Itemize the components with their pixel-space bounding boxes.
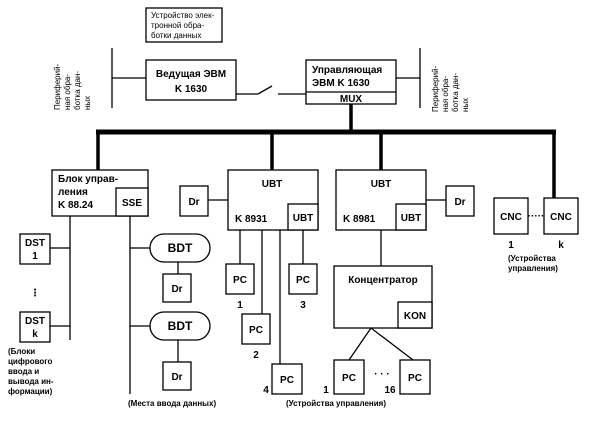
hub-pc-16-number: 16 [384, 385, 396, 396]
top-note-line-1: Устройство элек- [151, 11, 215, 20]
ubt-8931-dr-box [179, 185, 209, 217]
dst-k-title: DST [25, 316, 45, 327]
dst-k-index: k [32, 329, 38, 340]
svg-text:ботка дан-: ботка дан- [73, 71, 82, 110]
ubt-8931-title: UBT [262, 179, 283, 190]
dst-k-box [19, 311, 51, 343]
pc-4-box [271, 363, 303, 395]
cnc-caption-line-2: управления) [508, 264, 558, 273]
pc-4-label: PC [280, 375, 294, 386]
svg-text:(Блоки: (Блоки [8, 347, 35, 356]
kon-label: KON [404, 311, 426, 322]
bottom-mid-caption: (Места ввода данных) [128, 399, 216, 408]
svg-text:вывода ин-: вывода ин- [8, 377, 54, 386]
dst-1-box [19, 233, 51, 265]
pc-2-number: 2 [253, 350, 259, 361]
dst-1-title: DST [25, 238, 45, 249]
ubt-8931-inner-label: UBT [293, 213, 314, 224]
bdt-1-label: BDT [168, 241, 193, 255]
host-model: K 1630 [175, 84, 208, 95]
top-note-box [145, 7, 223, 43]
ubt-8981-title: UBT [371, 179, 392, 190]
sse-box [115, 187, 149, 217]
pc-1-box [225, 263, 255, 295]
cnc-k-number: k [558, 240, 564, 251]
ubt-8981-inner-box [395, 203, 427, 231]
control-block-line-1: Блок управ- [58, 174, 118, 185]
periph-left-label: Периферий- ная обра- ботка дан- ных [53, 63, 92, 110]
hub-pc-1-label: PC [342, 373, 356, 384]
mux-label: MUX [340, 94, 363, 105]
hub-title: Концентратор [348, 275, 418, 286]
bdt-1-dr-box [162, 273, 192, 303]
pc-4-number: 4 [263, 385, 269, 396]
svg-text:цифрового: цифрового [8, 357, 53, 366]
pc-3-label: PC [296, 275, 310, 286]
pc-3-box [288, 263, 318, 295]
bdt-1-dr-label: Dr [171, 284, 182, 295]
host-title: Ведущая ЭВМ [156, 69, 226, 80]
bdt-2-dr-label: Dr [171, 372, 182, 383]
svg-text:формации): формации) [8, 387, 53, 396]
ubt-8981-dr-box [445, 185, 475, 217]
pc-1-number: 1 [237, 300, 243, 311]
pc-2-label: PC [249, 325, 263, 336]
hub-pc-1-box [333, 359, 365, 395]
ubt-8981-model: K 8981 [343, 214, 376, 225]
svg-text:ная обра-: ная обра- [63, 74, 72, 110]
switch-blade [257, 85, 273, 95]
svg-text:ных: ных [461, 98, 470, 112]
sse-label: SSE [122, 198, 142, 209]
hub-pc-dots: · · · [374, 369, 390, 380]
bdt-2-dr-box [162, 361, 192, 391]
svg-text:ботка дан-: ботка дан- [451, 73, 460, 112]
bottom-right-caption: (Устройства управления) [286, 399, 386, 408]
cnc-caption-line-1: (Устройства [508, 254, 556, 263]
control-block-line-3: K 88.24 [58, 200, 93, 211]
hub-pc-16-label: PC [408, 373, 422, 384]
svg-text:ная обра-: ная обра- [441, 76, 450, 112]
top-note-line-2: тронной обра- [151, 21, 204, 30]
controller-computer-box [305, 59, 397, 105]
dst-dots: ⋮ [30, 288, 40, 299]
svg-text:Периферий-: Периферий- [431, 65, 440, 112]
ubt-8931-model: K 8931 [235, 214, 268, 225]
svg-text:Периферий-: Периферий- [53, 63, 62, 110]
kon-box [397, 301, 433, 329]
pc-2-box [241, 313, 271, 345]
controller-model: ЭВМ K 1630 [312, 78, 370, 89]
bdt-2-box [149, 311, 211, 341]
cnc-1-box [493, 197, 529, 235]
control-block-line-2: ления [58, 187, 88, 198]
controller-title: Управляющая [312, 65, 382, 76]
hub-pc-1-number: 1 [323, 385, 329, 396]
cnc-dots: ····· [528, 211, 545, 222]
dst-caption: (Блоки цифрового ввода и вывода ин- форм… [8, 347, 54, 396]
hub-fan-left [348, 327, 372, 361]
ubt-8931-dr-label: Dr [188, 197, 199, 208]
pc-1-label: PC [233, 275, 247, 286]
svg-text:ных: ных [83, 96, 92, 110]
dst-1-index: 1 [32, 251, 38, 262]
svg-text:ввода и: ввода и [8, 367, 39, 376]
host-computer-box [145, 59, 237, 101]
bdt-1-box [149, 233, 211, 263]
cnc-1-number: 1 [508, 240, 514, 251]
cnc-k-box [543, 197, 579, 235]
bdt-2-label: BDT [168, 319, 193, 333]
ubt-8981-inner-label: UBT [401, 213, 422, 224]
periph-right-label: Периферий- ная обра- ботка дан- ных [431, 65, 470, 112]
top-note-line-3: ботки данных [151, 31, 201, 40]
ubt-8981-dr-label: Dr [454, 197, 465, 208]
hub-pc-16-box [399, 359, 431, 395]
cnc-k-label: CNC [550, 212, 572, 223]
hub-fan-right [370, 327, 414, 361]
cnc-1-label: CNC [500, 212, 522, 223]
pc-3-number: 3 [300, 300, 306, 311]
